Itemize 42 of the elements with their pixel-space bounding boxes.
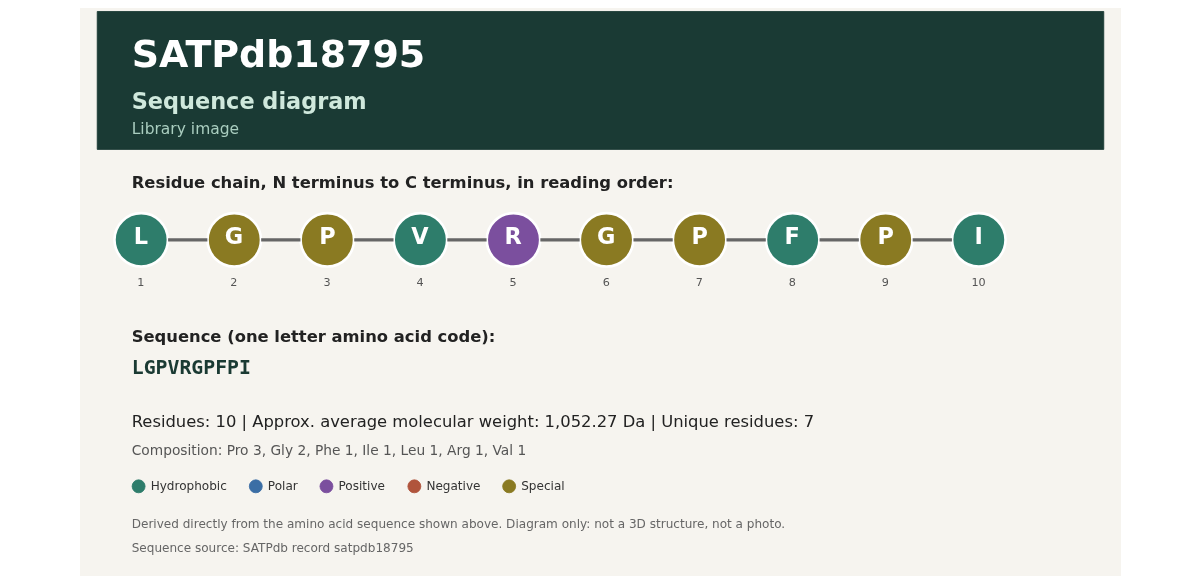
- legend-label: Special: [520, 478, 565, 493]
- label: Sequence (one letter amino acid code):: [131, 326, 495, 346]
- node-label: 10: [970, 275, 986, 289]
- node-circle: I: [950, 211, 1007, 268]
- label: Derived directly from the amino acid sequence shown above. Diagram only: not a 3D structure, not a photo.: [131, 517, 785, 532]
- node-label: 7: [695, 275, 703, 289]
- connector: [260, 238, 300, 242]
- legend-label: Hydrophobic: [150, 478, 227, 493]
- label: Sequence source: SATPdb record satpdb18795: [131, 540, 414, 555]
- node-label: 8: [788, 275, 796, 289]
- node-label: 4: [416, 275, 424, 289]
- node-circle: G: [205, 211, 262, 268]
- node-circle: V: [391, 211, 448, 268]
- node-circle: P: [671, 211, 728, 268]
- label: Residue chain, N terminus to C terminus, in reading order:: [131, 172, 673, 192]
- connector: [819, 238, 859, 242]
- legend-label: Negative: [425, 478, 480, 493]
- node-circle: R: [484, 211, 541, 268]
- node-label: 5: [509, 275, 517, 289]
- node-circle: P: [857, 211, 914, 268]
- node-box: SATPdb18795 Sequence diagram Library image: [96, 11, 1104, 150]
- label: Residues: 10 | Approx. average molecular weight: 1,052.27 Da | Unique residues: 7: [131, 412, 814, 432]
- node-label: 6: [602, 275, 610, 289]
- connector: [539, 238, 580, 242]
- connector: [912, 238, 952, 242]
- node-circle: F: [764, 211, 821, 268]
- node-label: 9: [881, 275, 889, 289]
- node-circle: G: [578, 211, 635, 268]
- label: Composition: Pro 3, Gly 2, Phe 1, Ile 1, Leu 1, Arg 1, Val 1: [131, 442, 526, 459]
- node-circle: L: [112, 211, 169, 268]
- connector: [446, 238, 487, 242]
- node-label: 1: [136, 275, 144, 289]
- node-circle: P: [298, 211, 355, 268]
- connector: [353, 238, 393, 242]
- legend-label: Positive: [338, 478, 385, 493]
- node-label: 2: [229, 275, 237, 289]
- node-label: 3: [322, 275, 331, 289]
- connector: [632, 238, 673, 242]
- legend-label: Polar: [267, 478, 298, 493]
- connector: [726, 238, 766, 242]
- connector: [167, 238, 207, 242]
- label: LGPVRGPFPI: [131, 356, 251, 380]
